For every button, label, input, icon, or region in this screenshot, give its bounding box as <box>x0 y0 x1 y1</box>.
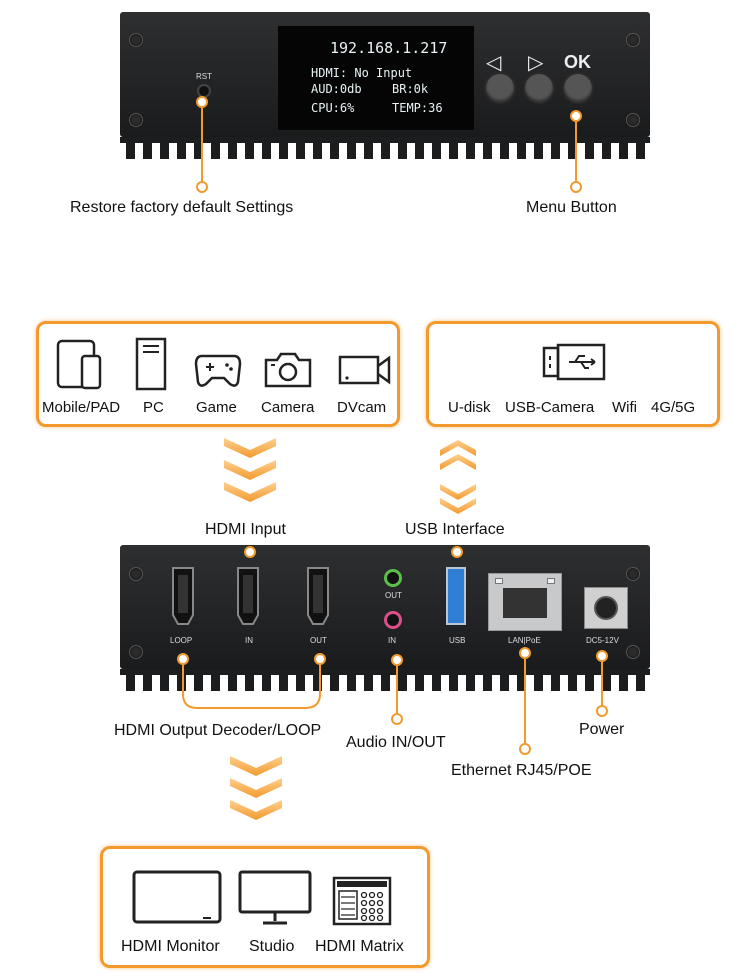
left-arrow-label: ◁ <box>486 52 502 74</box>
audio-out-label: OUT <box>385 591 402 600</box>
hdmi-out-label: OUT <box>310 636 327 645</box>
pc-icon <box>135 337 167 391</box>
audio-in-jack[interactable] <box>384 611 402 629</box>
ok-button[interactable] <box>562 72 594 104</box>
back-panel-device: LOOP IN OUT OUT IN USB LAN|PoE DC5-12V <box>120 545 650 669</box>
screw-icon <box>129 33 143 47</box>
screw-icon <box>626 567 640 581</box>
screw-icon <box>129 113 143 127</box>
game-controller-icon <box>194 354 242 387</box>
usb-label-udisk: U-disk <box>448 399 491 416</box>
usb-drive-icon <box>542 343 606 381</box>
source-label-game: Game <box>196 399 237 416</box>
front-heatsink-fins <box>120 137 650 159</box>
hdmi-loop-label: LOOP <box>170 636 193 645</box>
screw-icon <box>626 645 640 659</box>
oled-temp: TEMP:36 <box>392 101 443 115</box>
lan-port-label: LAN|PoE <box>508 636 541 645</box>
usb-port-label: USB <box>449 636 466 645</box>
output-label-studio: Studio <box>249 938 295 955</box>
usb-label-wifi: Wifi <box>612 399 637 416</box>
hdmi-in-label: IN <box>245 636 253 645</box>
monitor-icon <box>132 870 222 924</box>
outputs-box: HDMI Monitor Studio HDMI Matrix <box>100 846 430 968</box>
right-button[interactable] <box>523 72 555 104</box>
screw-icon <box>129 645 143 659</box>
front-connectors <box>196 96 582 193</box>
hdmi-in-port[interactable] <box>235 565 261 627</box>
dvcam-icon <box>338 355 391 385</box>
oled-ip: 192.168.1.217 <box>330 39 448 57</box>
camera-icon <box>264 352 312 388</box>
ok-label: OK <box>564 52 591 72</box>
usb-label-camera: USB-Camera <box>505 399 595 416</box>
hdmi-out-port[interactable] <box>305 565 331 627</box>
chevron-updown-icon <box>440 440 476 514</box>
back-connectors <box>177 546 608 755</box>
menu-callout: Menu Button <box>526 199 617 216</box>
chevron-down-icon <box>224 438 276 502</box>
back-heatsink-fins <box>120 669 650 691</box>
screw-icon <box>129 567 143 581</box>
source-label-dvcam: DVcam <box>337 399 387 416</box>
power-callout: Power <box>579 721 625 738</box>
usb-label-4g5g: 4G/5G <box>651 399 696 416</box>
audio-callout: Audio IN/OUT <box>346 734 446 751</box>
hdmi-loop-port[interactable] <box>170 565 196 627</box>
screw-icon <box>626 113 640 127</box>
lan-port[interactable] <box>488 573 562 631</box>
audio-out-jack[interactable] <box>384 569 402 587</box>
front-panel-device: RST 192.168.1.217 HDMI: No Input AUD:0db… <box>120 12 650 137</box>
source-label-camera: Camera <box>261 399 315 416</box>
lan-led-icon <box>547 578 555 584</box>
source-label-pc: PC <box>143 399 164 416</box>
audio-in-label: IN <box>388 636 396 645</box>
oled-screen: 192.168.1.217 HDMI: No Input AUD:0db BR:… <box>278 26 474 130</box>
mobile-pad-icon <box>56 339 102 390</box>
hdmi-input-callout: HDMI Input <box>205 521 286 538</box>
usb-devices-box: U-disk USB-Camera Wifi 4G/5G <box>426 321 720 427</box>
right-arrow-label: ▷ <box>528 52 544 74</box>
dc-power-jack[interactable] <box>584 587 628 629</box>
oled-br: BR:0k <box>392 82 429 96</box>
hdmi-output-callout: HDMI Output Decoder/LOOP <box>114 722 322 739</box>
ethernet-callout: Ethernet RJ45/POE <box>451 762 592 779</box>
studio-icon <box>238 870 312 925</box>
oled-hdmi: HDMI: No Input <box>311 66 413 80</box>
left-button[interactable] <box>484 72 516 104</box>
usb-port[interactable] <box>446 567 466 625</box>
usb-interface-callout: USB Interface <box>405 521 505 538</box>
oled-aud: AUD:0db <box>311 82 362 96</box>
output-label-monitor: HDMI Monitor <box>121 938 220 955</box>
oled-cpu: CPU:6% <box>311 101 355 115</box>
output-label-matrix: HDMI Matrix <box>315 938 404 955</box>
lan-led-icon <box>495 578 503 584</box>
screw-icon <box>626 33 640 47</box>
rst-label: RST <box>196 72 212 81</box>
dc-label: DC5-12V <box>586 636 619 645</box>
matrix-icon <box>332 876 392 926</box>
sources-box: Mobile/PAD PC Game Camera DVcam <box>36 321 400 427</box>
chevron-down-icon <box>230 756 282 820</box>
restore-callout: Restore factory default Settings <box>70 199 294 216</box>
source-label-mobile: Mobile/PAD <box>42 399 121 416</box>
